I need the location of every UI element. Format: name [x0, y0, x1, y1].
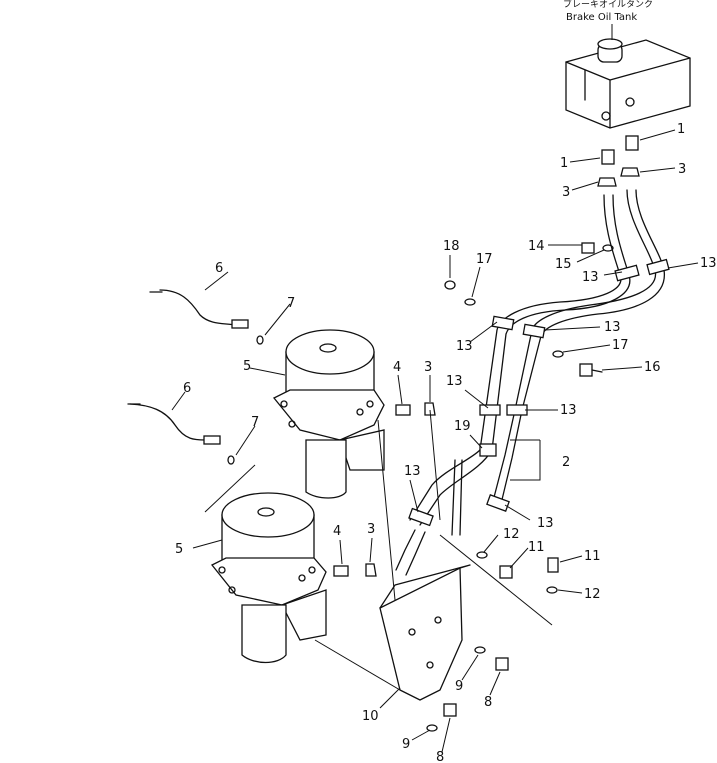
label-19: 19	[454, 419, 471, 434]
label-9b: 9	[402, 737, 410, 752]
hoses	[395, 189, 665, 576]
label-10: 10	[362, 709, 379, 724]
label-3d: 3	[367, 522, 375, 537]
label-8a: 8	[484, 695, 492, 710]
label-13g: 13	[404, 464, 421, 479]
label-1b: 1	[560, 156, 568, 171]
label-4a: 4	[393, 360, 401, 375]
bolts	[426, 242, 614, 732]
label-12a: 12	[503, 527, 520, 542]
label-4b: 4	[333, 524, 341, 539]
label-1a: 1	[677, 122, 685, 137]
upper-pump	[272, 329, 385, 499]
label-7a: 7	[287, 296, 295, 311]
label-13f: 13	[560, 403, 577, 418]
part-number-labels: 1 1 3 3 14 15 13 13 18 17 13 13 17 16 13…	[175, 122, 717, 763]
label-13d: 13	[604, 320, 621, 335]
brake-oil-tank	[565, 38, 691, 129]
hose-clamps	[408, 258, 670, 527]
label-12b: 12	[584, 587, 601, 602]
tank-label-jp: ブレーキオイルタンク	[563, 0, 653, 10]
label-5a: 5	[243, 359, 251, 374]
lower-pump	[210, 492, 327, 664]
label-11b: 11	[584, 549, 601, 564]
label-6a: 6	[215, 261, 223, 276]
label-15: 15	[555, 257, 572, 272]
label-3a: 3	[678, 162, 686, 177]
label-13c: 13	[456, 339, 473, 354]
label-16: 16	[644, 360, 661, 375]
guide-lines	[204, 409, 553, 691]
label-7b: 7	[251, 415, 259, 430]
label-2: 2	[562, 455, 570, 470]
label-14: 14	[528, 239, 545, 254]
label-17a: 17	[476, 252, 493, 267]
label-6b: 6	[183, 381, 191, 396]
label-3b: 3	[562, 185, 570, 200]
label-3c: 3	[424, 360, 432, 375]
label-17b: 17	[612, 338, 629, 353]
tank-label-en: Brake Oil Tank	[566, 12, 637, 23]
label-13b: 13	[582, 270, 599, 285]
label-13a: 13	[700, 256, 717, 271]
label-5b: 5	[175, 542, 183, 557]
leader-lines	[171, 129, 699, 753]
label-13h: 13	[537, 516, 554, 531]
label-18: 18	[443, 239, 460, 254]
label-13e: 13	[446, 374, 463, 389]
bracket	[379, 564, 471, 701]
sensors	[127, 289, 264, 465]
label-8b: 8	[436, 750, 444, 763]
pump-connectors	[333, 402, 436, 577]
label-9a: 9	[455, 679, 463, 694]
tank-fittings	[597, 135, 640, 187]
label-11a: 11	[528, 540, 545, 555]
